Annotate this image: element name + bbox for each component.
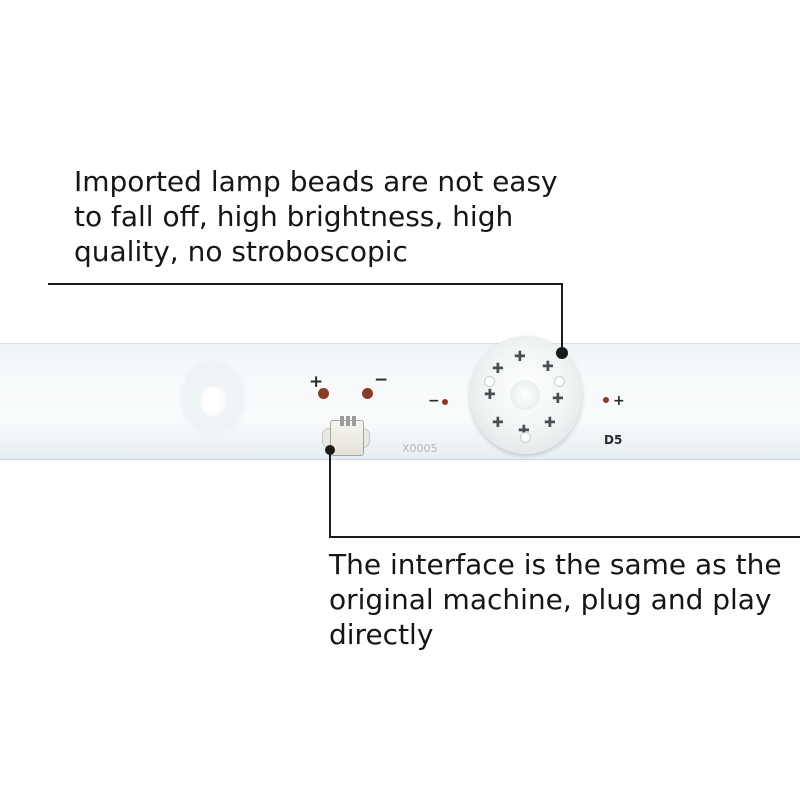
led-plus-label: +: [613, 393, 625, 409]
interface-caption-line-3: directly: [329, 618, 434, 651]
connector-housing: [330, 416, 364, 456]
lamp-bead-caption-line-2: to fall off, high brightness, high: [74, 200, 514, 233]
interface-caption-line-1: The interface is the same as the: [329, 548, 782, 581]
led-plus-pad: [603, 397, 609, 403]
lens-cross-mark: ✚: [518, 423, 530, 439]
led-designator-label: D5: [604, 433, 623, 447]
lamp-bead-leader-vertical: [561, 283, 563, 353]
interface-leader-vertical: [329, 450, 331, 538]
part-code-label: X0005: [402, 442, 438, 455]
led-minus-pad: [442, 399, 448, 405]
connector-pin: [346, 416, 350, 426]
lens-clip-hole: [520, 432, 531, 443]
connector-pin: [340, 416, 344, 426]
lens-cross-mark: ✚: [484, 387, 496, 403]
led-minus-label: −: [428, 393, 440, 409]
lens-cross-mark: ✚: [542, 359, 554, 375]
lamp-bead-core: [510, 380, 540, 410]
lamp-bead-leader-horizontal: [48, 283, 563, 285]
connector-plus-pad: [318, 388, 329, 399]
connector-plus-label: +: [309, 372, 324, 392]
lens-cross-mark: ✚: [492, 361, 504, 377]
mounting-hole: [198, 384, 228, 418]
lamp-bead-caption: Imported lamp beads are not easy to fall…: [74, 164, 558, 269]
lens-clip-hole: [484, 376, 495, 387]
lamp-bead-leader-dot: [556, 347, 568, 359]
lens-cross-mark: ✚: [544, 415, 556, 431]
lamp-bead-caption-line-1: Imported lamp beads are not easy: [74, 165, 558, 198]
interface-caption-line-2: original machine, plug and play: [329, 583, 772, 616]
lens-clip-hole: [554, 376, 565, 387]
lens-cross-mark: ✚: [492, 415, 504, 431]
lens-cross-mark: ✚: [552, 391, 564, 407]
interface-leader-horizontal: [329, 536, 800, 538]
wire-connector: [322, 416, 370, 456]
lamp-bead-caption-line-3: quality, no stroboscopic: [74, 235, 408, 268]
connector-minus-pad: [362, 388, 373, 399]
connector-minus-label: −: [374, 370, 389, 390]
lens-cross-mark: ✚: [514, 349, 526, 365]
interface-caption: The interface is the same as the origina…: [329, 547, 782, 652]
led-strip-board: [0, 343, 800, 460]
connector-pin: [352, 416, 356, 426]
